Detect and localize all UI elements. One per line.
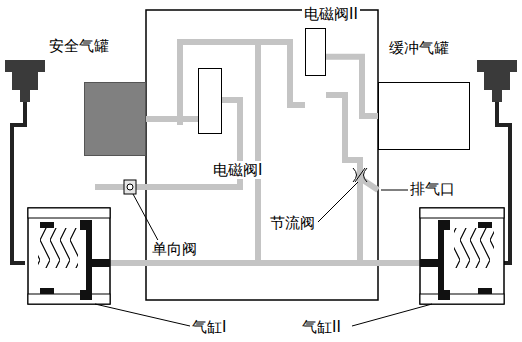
pipe (146, 116, 198, 122)
node-label: 缓冲气罐 (387, 39, 451, 57)
cylinder (420, 208, 504, 304)
part-label: 节流阀 (268, 214, 317, 232)
actuator (5, 60, 45, 102)
throttle-valve (353, 168, 367, 182)
part-label: 单向阀 (150, 240, 199, 258)
check-valve (124, 180, 136, 194)
actuator (477, 60, 517, 102)
buffer-tank: 缓冲气罐 (378, 82, 470, 150)
part-label: 气缸I (190, 318, 228, 336)
cylinder (28, 208, 110, 304)
pipe (326, 57, 378, 116)
safety-tank: 安全气罐 (84, 82, 146, 156)
solenoid-valve: 电磁阀II (305, 28, 326, 76)
rod (12, 102, 25, 263)
node-label: 安全气罐 (47, 37, 111, 55)
node-label: 电磁阀II (302, 5, 360, 23)
node-label: 电磁阀I (211, 161, 264, 179)
part-label: 气缸II (300, 318, 343, 336)
leader-lines (95, 182, 432, 326)
housing (146, 10, 378, 300)
solenoid-valve: 电磁阀I (198, 68, 222, 134)
part-label: 排气口 (408, 180, 457, 198)
